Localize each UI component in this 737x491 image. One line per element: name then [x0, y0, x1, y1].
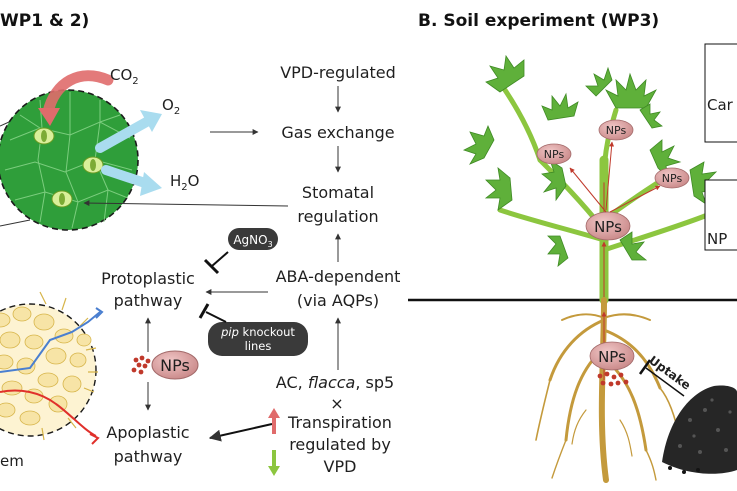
stem-label-fragment: em [0, 452, 24, 470]
flow-chart: VPD-regulated Gas exchange Stomatal regu… [83, 63, 401, 476]
transpiration-label-1: Transpiration [287, 413, 392, 432]
cross-symbol: × [330, 394, 343, 413]
co2-inflow-arrow [42, 70, 114, 118]
biochar-soil-pile [662, 385, 737, 474]
leaf-circle [0, 89, 139, 231]
protoplastic-label-1: Protoplastic [101, 269, 195, 288]
np-right-bubble: NPs [654, 167, 690, 189]
treatment-box-1-label: Car [707, 96, 734, 114]
co2-arrow-head [38, 108, 60, 126]
soil-plant-illustration: NPs NPs NPs NPs [408, 43, 737, 483]
root-cross-section: em [0, 291, 104, 470]
protoplastic-label-2: pathway [114, 291, 183, 310]
o2-label: O2 [162, 96, 180, 117]
stomata-top [33, 127, 55, 145]
np-right-label: NPs [662, 172, 683, 185]
apoplastic-label-1: Apoplastic [106, 423, 189, 442]
apoplastic-path-red [0, 389, 97, 437]
nps-node: NPs [131, 350, 199, 380]
agno3-inhibit-bar [203, 258, 220, 275]
agno3-inhibit-line [211, 251, 229, 267]
pip-label-1: pip knockout [220, 325, 295, 339]
stomatal-label-2: regulation [297, 207, 378, 226]
co2-label: CO2 [110, 66, 139, 87]
pip-inhibit-bar [198, 303, 210, 319]
np-stem-label: NPs [594, 218, 622, 236]
vpd-up-down-indicator [268, 408, 280, 476]
pip-badge [208, 322, 308, 356]
treatment-box-2 [704, 179, 737, 251]
agno3-inhibitor: AgNO3 [203, 228, 278, 275]
o2-outflow-arrow [95, 115, 155, 153]
uptake-line [645, 367, 685, 397]
np-top-bubble: NPs [598, 119, 634, 141]
root-hairs [39, 291, 98, 441]
apoplastic-label-2: pathway [114, 447, 183, 466]
pip-inhibit-line [205, 311, 227, 323]
root-cells [0, 306, 92, 426]
o2-arrow-head [140, 110, 162, 132]
leaf-cell-network [4, 92, 133, 229]
pip-knockout-inhibitor: pip knockout lines [198, 303, 308, 356]
mutants-label: AC, flacca, sp5 [276, 373, 394, 392]
agno3-label: AgNO3 [233, 233, 272, 249]
root-np-particles [597, 371, 629, 387]
vpd-regulated-label: VPD-regulated [280, 63, 396, 82]
left-panel-header: WP1 & 2) [0, 11, 89, 31]
np-top-label: NPs [606, 124, 627, 137]
arrow-stomatal-to-leaf [83, 200, 289, 207]
arrow-transpiration-to-apoplastic [208, 423, 273, 442]
np-left-bubble: NPs [536, 143, 572, 165]
pip-label-2: lines [245, 339, 272, 353]
leaf-pointer-line-bottom [0, 219, 31, 227]
np-stem-bubble: NPs [585, 211, 631, 241]
h2o-outflow-arrow [101, 165, 153, 189]
symplastic-path-blue [0, 311, 101, 373]
transpiration-label-3: VPD [324, 457, 357, 476]
h2o-label: H2O [170, 172, 199, 193]
plant-roots [535, 297, 681, 483]
agno3-badge [228, 228, 278, 250]
np-root-bubble: NPs [589, 341, 635, 371]
uptake-bar [638, 359, 652, 375]
np-root-label: NPs [598, 348, 626, 366]
gas-exchange-label: Gas exchange [281, 123, 394, 142]
h2o-arrow-head [140, 172, 162, 196]
leaf-surface-diagram: CO2 O2 H2O [0, 66, 199, 231]
np-left-label: NPs [544, 148, 565, 161]
transpiration-label-2: regulated by [289, 435, 391, 454]
stomata-middle [82, 156, 104, 174]
treatment-box-1 [704, 43, 737, 143]
nps-label: NPs [160, 356, 190, 375]
stomata-bottom [51, 190, 73, 208]
np-transport-arrows [569, 141, 661, 298]
aba-label-1: ABA-dependent [276, 267, 401, 286]
treatment-box-2-label: NP [707, 230, 727, 248]
aba-label-2: (via AQPs) [297, 291, 379, 310]
right-panel-header: B. Soil experiment (WP3) [418, 11, 659, 31]
stomatal-label-1: Stomatal [302, 183, 374, 202]
